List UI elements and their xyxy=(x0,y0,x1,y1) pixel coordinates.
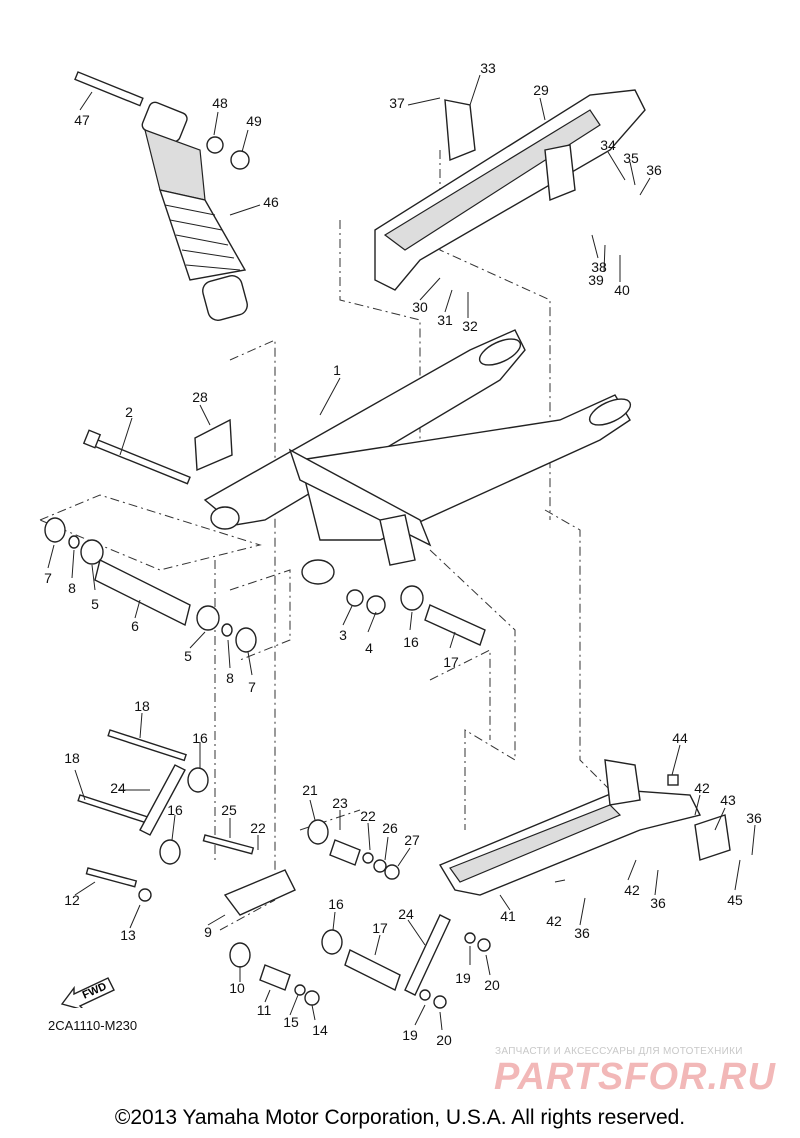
swingarm xyxy=(203,329,632,585)
relay-arm-linkage xyxy=(77,729,491,1009)
callout-10: 10 xyxy=(229,980,245,996)
callout-7: 7 xyxy=(44,570,52,586)
callout-20: 20 xyxy=(484,977,500,993)
callout-42: 42 xyxy=(624,882,640,898)
callout-30: 30 xyxy=(412,299,428,315)
callout-36: 36 xyxy=(650,895,666,911)
forward-direction-icon: FWD xyxy=(60,968,120,1013)
callout-14: 14 xyxy=(312,1022,328,1038)
callout-24: 24 xyxy=(398,906,414,922)
assembly-guide-lines xyxy=(38,150,611,931)
callout-7: 7 xyxy=(248,679,256,695)
callout-43: 43 xyxy=(720,792,736,808)
watermark-tagline: ЗАПЧАСТИ И АКСЕССУАРЫ ДЛЯ МОТОТЕХНИКИ xyxy=(495,1046,743,1057)
callout-13: 13 xyxy=(120,927,136,943)
watermark-brand: PARTSFOR.RU xyxy=(494,1056,776,1098)
callout-32: 32 xyxy=(462,318,478,334)
callout-20: 20 xyxy=(436,1032,452,1048)
callout-36: 36 xyxy=(574,925,590,941)
callout-19: 19 xyxy=(455,970,471,986)
callout-31: 31 xyxy=(437,312,453,328)
callout-33: 33 xyxy=(480,60,496,76)
callout-18: 18 xyxy=(134,698,150,714)
callout-36: 36 xyxy=(646,162,662,178)
copyright-footer: ©2013 Yamaha Motor Corporation, U.S.A. A… xyxy=(114,1106,686,1129)
callout-23: 23 xyxy=(332,795,348,811)
callout-28: 28 xyxy=(192,389,208,405)
callout-8: 8 xyxy=(68,580,76,596)
callout-15: 15 xyxy=(283,1014,299,1030)
callout-5: 5 xyxy=(91,596,99,612)
callout-34: 34 xyxy=(600,137,616,153)
callout-16: 16 xyxy=(328,896,344,912)
callout-16: 16 xyxy=(167,802,183,818)
callout-29: 29 xyxy=(533,82,549,98)
callout-22: 22 xyxy=(250,820,266,836)
callout-46: 46 xyxy=(263,194,279,210)
rear-shock-absorber xyxy=(74,71,250,321)
callout-9: 9 xyxy=(204,924,212,940)
leader-lines xyxy=(47,74,756,1031)
chain-guard-upper xyxy=(374,89,646,291)
callout-2: 2 xyxy=(125,404,133,420)
callout-17: 17 xyxy=(372,920,388,936)
callout-16: 16 xyxy=(192,730,208,746)
callout-4: 4 xyxy=(365,640,373,656)
callout-40: 40 xyxy=(614,282,630,298)
callout-24: 24 xyxy=(110,780,126,796)
pivot-shaft xyxy=(82,429,191,485)
callout-25: 25 xyxy=(221,802,237,818)
callout-19: 19 xyxy=(402,1027,418,1043)
callout-38: 38 xyxy=(591,259,607,275)
callout-5: 5 xyxy=(184,648,192,664)
callout-27: 27 xyxy=(404,832,420,848)
callout-48: 48 xyxy=(212,95,228,111)
callout-8: 8 xyxy=(226,670,234,686)
callout-11: 11 xyxy=(256,1002,272,1018)
callout-3: 3 xyxy=(339,627,347,643)
callout-22: 22 xyxy=(360,808,376,824)
callout-44: 44 xyxy=(672,730,688,746)
callout-36: 36 xyxy=(746,810,762,826)
chain-guard-lower xyxy=(438,759,731,896)
callout-17: 17 xyxy=(443,654,459,670)
drawing-code: 2CA1110-M230 xyxy=(48,1018,138,1033)
callout-35: 35 xyxy=(623,150,639,166)
callout-26: 26 xyxy=(382,820,398,836)
callout-16: 16 xyxy=(403,634,419,650)
label-sticker xyxy=(194,418,233,472)
callout-37: 37 xyxy=(389,95,405,111)
callout-39: 39 xyxy=(588,272,604,288)
callout-47: 47 xyxy=(74,112,90,128)
pivot-bushings xyxy=(44,517,486,653)
callout-42: 42 xyxy=(546,913,562,929)
callout-21: 21 xyxy=(302,782,318,798)
callout-42: 42 xyxy=(694,780,710,796)
callout-41: 41 xyxy=(500,908,516,924)
callout-49: 49 xyxy=(246,113,262,129)
callout-18: 18 xyxy=(64,750,80,766)
callout-6: 6 xyxy=(131,618,139,634)
callout-45: 45 xyxy=(727,892,743,908)
callout-12: 12 xyxy=(64,892,80,908)
callout-1: 1 xyxy=(333,362,341,378)
fwd-arrow-icon: FWD xyxy=(60,977,115,1012)
